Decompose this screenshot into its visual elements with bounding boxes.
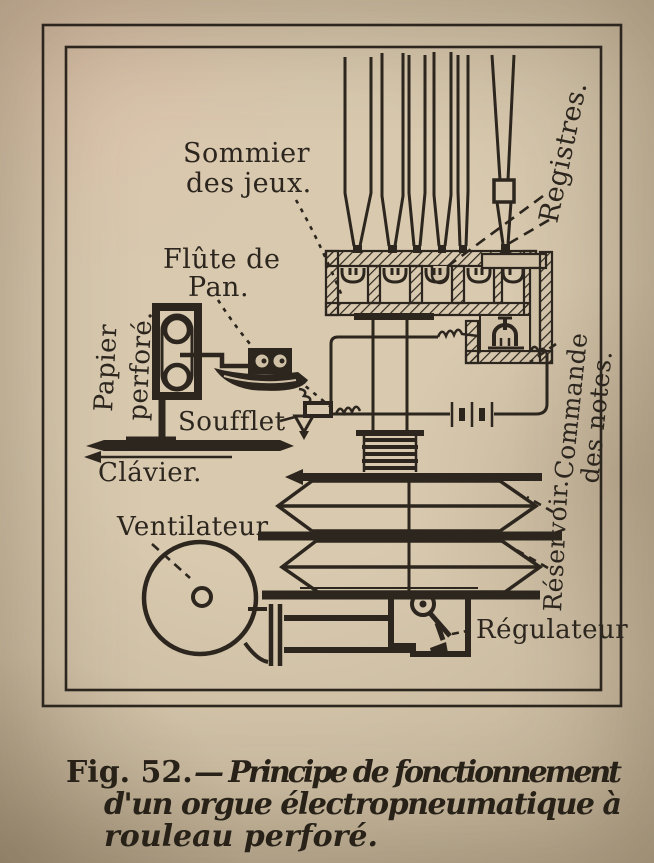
pallet-valves bbox=[340, 268, 525, 284]
organ-pipes bbox=[343, 52, 516, 253]
figure-caption: Fig. 52. — Principe de fonctionnement d'… bbox=[66, 755, 622, 854]
label-flute-line2: Pan. bbox=[188, 272, 249, 303]
chest-divider bbox=[366, 264, 382, 305]
outer-frame bbox=[41, 23, 623, 708]
regulateur-leader bbox=[451, 628, 473, 636]
electromagnet bbox=[488, 316, 524, 350]
reservoir-leader-1 bbox=[526, 495, 554, 514]
register-channel bbox=[480, 252, 548, 270]
fan-duct bbox=[284, 615, 411, 653]
reservoir bbox=[258, 469, 562, 600]
circuit bbox=[279, 328, 549, 440]
contact-wedge bbox=[292, 414, 316, 436]
clavier bbox=[84, 396, 294, 463]
roller-bottom bbox=[162, 362, 192, 392]
note-duct bbox=[528, 266, 542, 353]
fan-hub bbox=[191, 586, 213, 608]
register-rod bbox=[490, 54, 516, 253]
contact-spring bbox=[298, 387, 312, 404]
label-regulateur: Régulateur bbox=[476, 615, 628, 645]
ventilator-fan bbox=[141, 539, 411, 666]
return-coil bbox=[436, 328, 479, 340]
label-soufflet: Soufflet bbox=[178, 407, 286, 437]
figure-frames bbox=[41, 23, 623, 708]
inner-frame bbox=[64, 45, 603, 692]
label-sommier-line1: Sommier bbox=[183, 138, 310, 169]
reservoir-leader-2 bbox=[512, 546, 549, 570]
regulator bbox=[410, 591, 452, 656]
battery bbox=[450, 402, 494, 427]
chest-divider bbox=[450, 264, 466, 305]
label-sommier-line2: des jeux. bbox=[186, 168, 312, 199]
paper-roll-reader bbox=[152, 303, 248, 400]
duct-box bbox=[388, 597, 471, 657]
wind-trunk bbox=[354, 313, 434, 472]
plate-arrow bbox=[285, 469, 303, 485]
roller-top bbox=[162, 315, 192, 345]
bellows-tier-2 bbox=[279, 539, 544, 594]
label-ventilateur: Ventilateur. bbox=[116, 512, 275, 542]
sommier-leader bbox=[294, 199, 344, 297]
pan-flute bbox=[248, 348, 292, 374]
reader-frame bbox=[152, 303, 202, 400]
fan-casing bbox=[141, 539, 259, 657]
chest-base-board bbox=[354, 313, 434, 320]
chest-divider bbox=[492, 264, 504, 305]
flute-leader bbox=[216, 299, 252, 345]
keyboard-bar bbox=[86, 440, 294, 451]
registres-leader-2 bbox=[507, 218, 550, 246]
pan-leader-2 bbox=[297, 378, 333, 410]
pipe-toes bbox=[353, 245, 467, 253]
contact-tip bbox=[299, 431, 309, 440]
registres-leader-1 bbox=[447, 194, 544, 268]
windchest bbox=[324, 249, 548, 353]
contact-box bbox=[303, 401, 333, 418]
label-reservoir: Réservoir. bbox=[538, 478, 574, 612]
commande-leader bbox=[529, 342, 557, 364]
bellows-tier-1 bbox=[275, 479, 540, 533]
label-papier-line1: Papier bbox=[89, 323, 124, 412]
label-registres: Registres. bbox=[534, 79, 594, 226]
duct-flange bbox=[268, 604, 283, 666]
label-flute-line1: Flûte de bbox=[163, 244, 280, 275]
magnet-box bbox=[464, 250, 554, 365]
label-papier-line2: perforé. bbox=[123, 310, 159, 421]
soufflet-pallet bbox=[214, 368, 308, 391]
leader-lines bbox=[151, 194, 557, 636]
caption-fig-number: Fig. 52. bbox=[66, 755, 193, 790]
ventilateur-leader bbox=[151, 543, 191, 579]
caption-line1: — Principe de fonctionnement bbox=[194, 755, 622, 790]
tracker-arm bbox=[180, 352, 248, 369]
return-wire bbox=[329, 335, 438, 414]
magnet-box-outer-wall bbox=[538, 250, 554, 365]
soufflet-leader bbox=[279, 415, 296, 423]
caption-line2: d'un orgue électropneumatique à bbox=[104, 787, 622, 822]
bus-coil bbox=[334, 405, 362, 417]
caption-line3: rouleau perforé. bbox=[104, 819, 378, 854]
riser-coil bbox=[529, 345, 549, 355]
regulator-valve-flap bbox=[430, 642, 448, 656]
chest-divider bbox=[408, 264, 424, 305]
riser-wire bbox=[535, 354, 549, 416]
ribbed-connector bbox=[362, 438, 418, 470]
label-clavier: Clávier. bbox=[98, 458, 202, 488]
direction-arrow bbox=[84, 451, 101, 463]
